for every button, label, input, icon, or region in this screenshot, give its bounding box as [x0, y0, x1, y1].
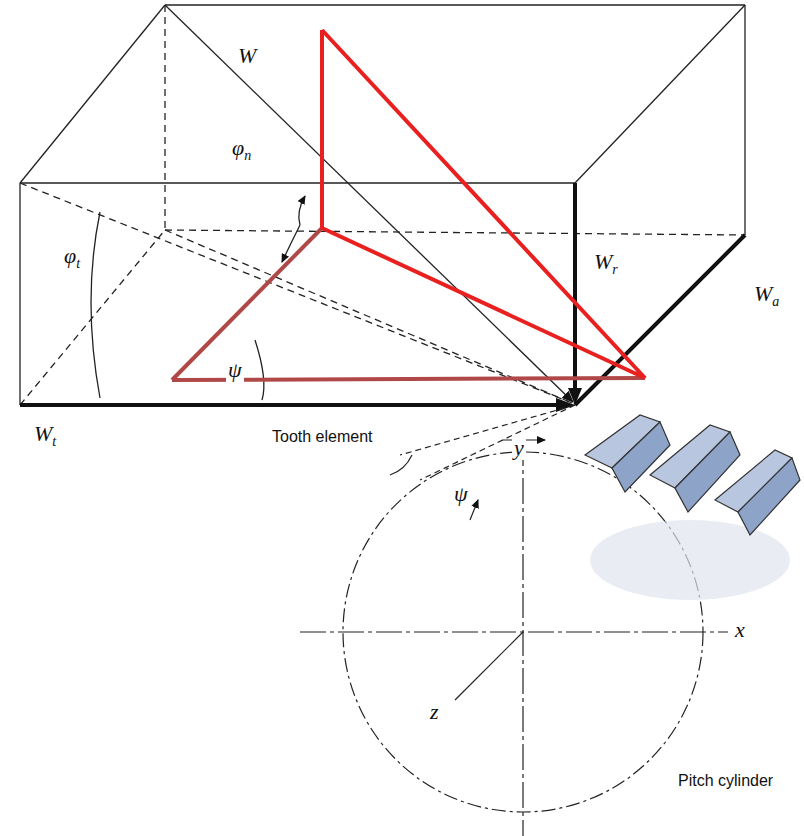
- axis-label: y: [512, 436, 526, 460]
- part-label: Tooth element: [270, 428, 375, 446]
- force-symbol: Wr: [592, 250, 620, 277]
- force-symbol: Wa: [752, 282, 781, 309]
- symbol-base: φ: [64, 243, 76, 268]
- symbol-subscript: n: [244, 148, 251, 163]
- angle-symbol: ψ: [226, 358, 244, 382]
- force-symbol: Wt: [32, 422, 58, 449]
- part-label: Pitch cylinder: [676, 772, 775, 790]
- angle-symbol: φn: [230, 136, 253, 163]
- angle-symbol: φt: [62, 244, 82, 271]
- symbol-base: φ: [232, 135, 244, 160]
- symbol-subscript: a: [772, 294, 779, 309]
- symbol-subscript: r: [612, 262, 617, 277]
- symbol-subscript: t: [52, 434, 56, 449]
- force-symbol: W: [236, 44, 258, 68]
- symbol-base: W: [754, 281, 772, 306]
- axis-label: x: [733, 618, 747, 642]
- symbol-base: W: [594, 249, 612, 274]
- angle-symbol: ψ: [452, 482, 470, 506]
- symbol-base: W: [34, 421, 52, 446]
- symbol-subscript: t: [76, 256, 80, 271]
- axis-label: z: [428, 700, 441, 724]
